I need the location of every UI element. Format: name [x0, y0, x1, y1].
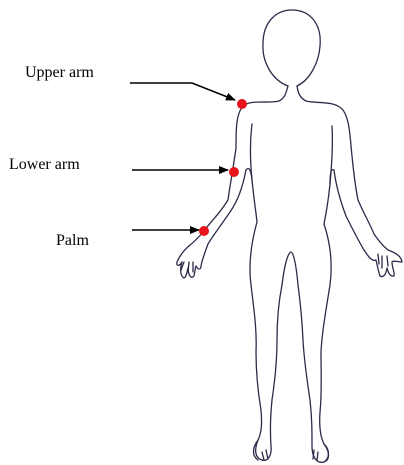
pointer-arrows	[130, 83, 235, 230]
left-inner-arm	[251, 124, 253, 180]
right-inner-arm	[330, 126, 332, 184]
right-body-outline	[297, 86, 402, 462]
body-silhouette	[177, 10, 402, 462]
sensor-markers	[199, 99, 247, 236]
marker-palm	[199, 226, 209, 236]
crotch-outline	[282, 252, 298, 285]
head-outline	[263, 10, 320, 86]
arrow-upper-arm	[130, 83, 235, 100]
left-body-outline	[177, 86, 288, 460]
marker-lower-arm	[229, 167, 239, 177]
right-hand-fingers	[378, 254, 388, 268]
marker-upper-arm	[237, 99, 247, 109]
